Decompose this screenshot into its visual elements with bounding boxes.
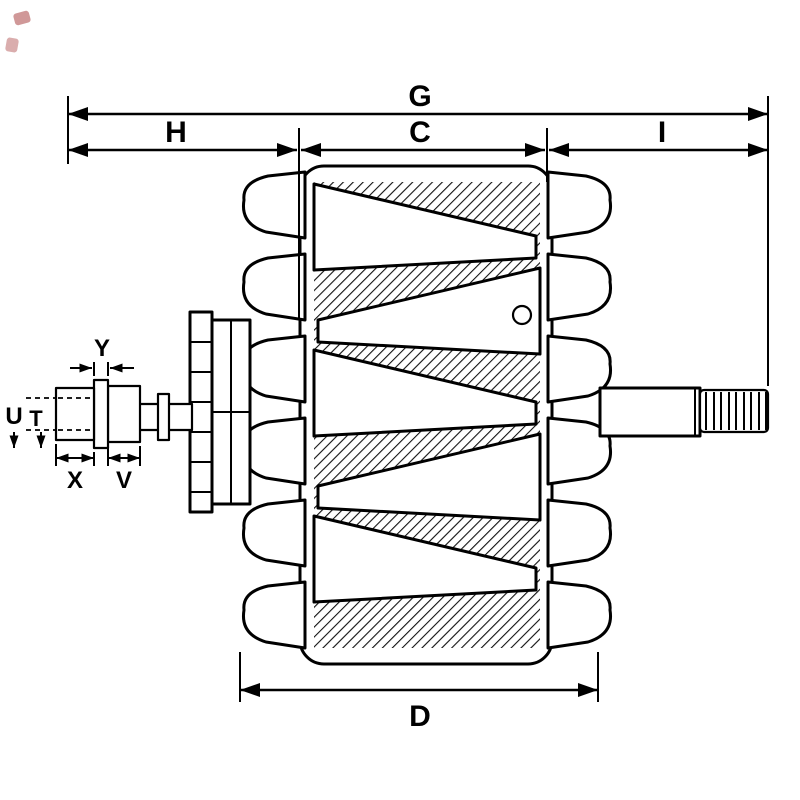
shaft-key-pin: [156, 392, 171, 442]
thread-crest-lines: [705, 392, 767, 430]
claw-knuckle: [241, 334, 307, 404]
dim-label-t: T: [29, 406, 43, 431]
print-artifact: [5, 37, 19, 53]
dim-label-g: G: [408, 80, 431, 113]
left-shaft-end: [54, 378, 194, 450]
claw-knuckle: [241, 580, 307, 650]
dim-label-d: D: [409, 700, 431, 733]
claw-knuckle: [546, 416, 613, 486]
dimension-layer: G H C I D U T Y X: [5, 80, 769, 733]
print-artifact-marks: [5, 10, 31, 53]
claw-knuckle: [546, 498, 613, 568]
claw-knuckle: [546, 252, 613, 322]
dim-label-x: X: [67, 467, 83, 494]
claw-knuckle: [546, 334, 613, 404]
claw-finger: [316, 432, 542, 522]
dim-label-i: I: [658, 116, 666, 149]
claw-finger: [312, 182, 538, 272]
balance-hole: [511, 304, 533, 326]
threaded-shaft-end: [698, 388, 770, 434]
shaft-collar: [106, 384, 142, 444]
dim-label-v: V: [116, 467, 132, 494]
rotor-body: [298, 164, 554, 666]
dim-label-u: U: [5, 403, 22, 430]
claw-knuckle: [241, 252, 307, 322]
dim-label-c: C: [409, 116, 431, 149]
claw-knuckle: [241, 498, 307, 568]
claw-finger: [316, 266, 542, 356]
claw-knuckle: [546, 170, 613, 240]
print-artifact: [13, 10, 31, 26]
left-claw-column: [241, 170, 307, 650]
claw-knuckle: [546, 580, 613, 650]
dim-label-h: H: [165, 116, 187, 149]
slip-ring-stack: [188, 310, 252, 514]
claw-knuckle: [241, 416, 307, 486]
claw-finger: [312, 348, 538, 438]
claw-finger: [312, 514, 538, 604]
shaft-journal: [598, 386, 702, 438]
dim-label-y: Y: [94, 335, 110, 362]
claw-knuckle: [241, 170, 307, 240]
washer: [92, 378, 110, 450]
threaded-stud: [54, 386, 96, 442]
right-claw-column: [546, 170, 613, 650]
right-shaft: [598, 386, 770, 438]
